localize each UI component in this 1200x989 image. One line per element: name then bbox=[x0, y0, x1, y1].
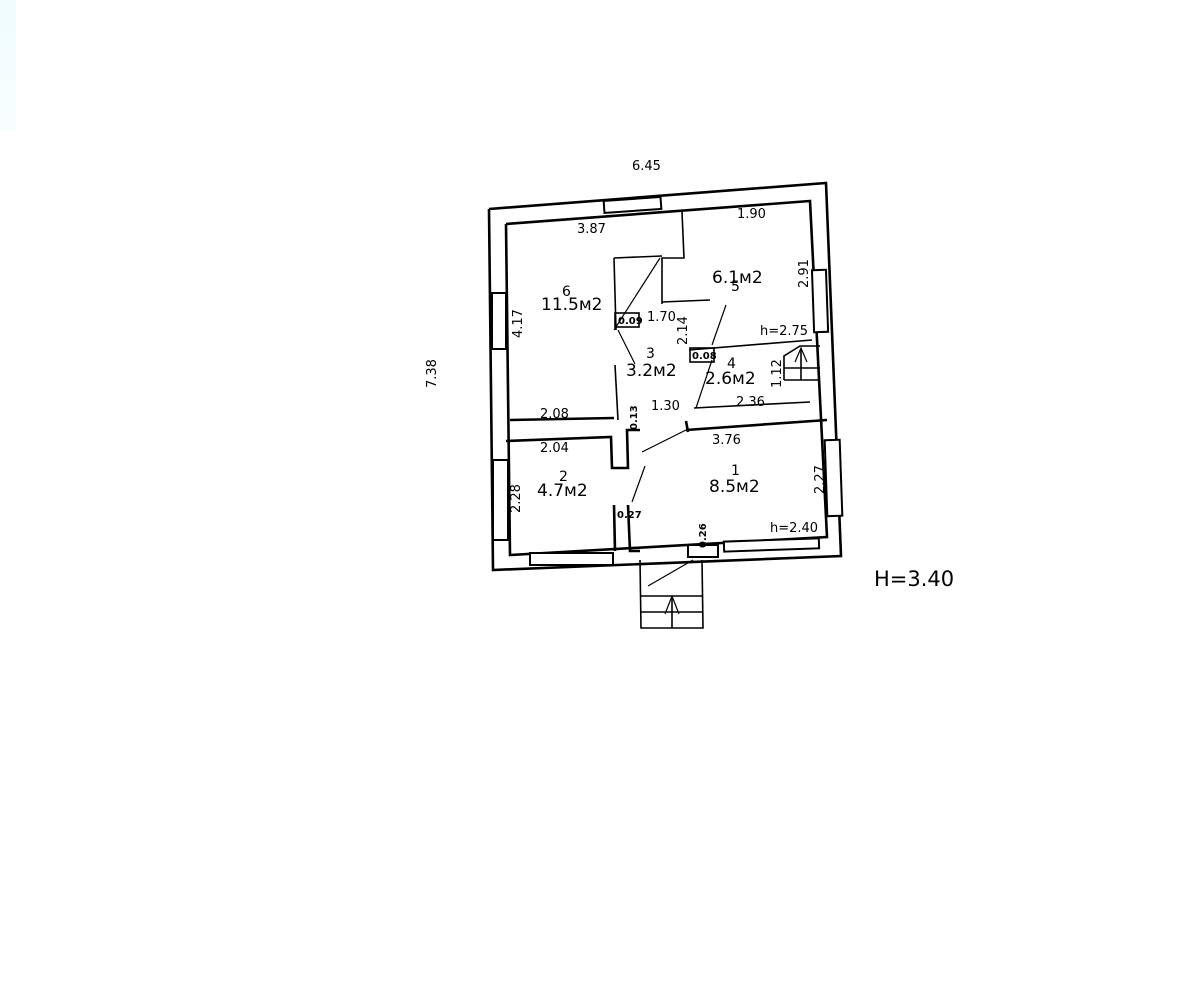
room-4-number: 4 bbox=[727, 356, 736, 372]
room-3-dim-a: 1.70 bbox=[647, 310, 676, 325]
room-2-number: 2 bbox=[559, 469, 568, 485]
room-4-dim-bottom: 2.36 bbox=[736, 395, 765, 410]
door-swings bbox=[613, 257, 727, 587]
wall-label-c: 0.13 bbox=[629, 405, 640, 430]
building-height-label: H=3.40 bbox=[874, 567, 954, 591]
room-4-area: 2.6м2 bbox=[705, 369, 756, 389]
overall-depth-label: 7.38 bbox=[425, 359, 440, 388]
room-5-area: 6.1м2 bbox=[712, 268, 763, 288]
room-1-height: h=2.40 bbox=[770, 521, 818, 536]
room-2-dim-left: 2.28 bbox=[509, 484, 524, 513]
room-1-area: 8.5м2 bbox=[709, 477, 760, 497]
room-6-area: 11.5м2 bbox=[541, 295, 603, 315]
room-6-dim-bottom: 2.08 bbox=[540, 407, 569, 422]
interior-stairs bbox=[783, 345, 820, 381]
room-3-area: 3.2м2 bbox=[626, 361, 677, 381]
wall-label-e: 0.26 bbox=[698, 523, 709, 548]
room-6-dim-left: 4.17 bbox=[511, 309, 526, 338]
room-2-area: 4.7м2 bbox=[537, 481, 588, 501]
wall-label-d: 0.27 bbox=[617, 510, 642, 521]
interior-walls bbox=[505, 211, 828, 558]
scan-artifact bbox=[0, 0, 16, 130]
overall-width-label: 6.45 bbox=[632, 159, 661, 174]
room-5-dim-top: 1.90 bbox=[737, 207, 766, 222]
entrance-stairs bbox=[639, 559, 704, 629]
room-1-dim-right: 2.27 bbox=[813, 465, 828, 494]
room-3-number: 3 bbox=[646, 346, 655, 362]
room-5-dim-right: 2.91 bbox=[797, 259, 812, 288]
room-3-dim-c: 1.30 bbox=[651, 399, 680, 414]
outer-walls bbox=[487, 181, 843, 572]
room-3-dim-b: 2.14 bbox=[676, 316, 691, 345]
room-2-dim-top: 2.04 bbox=[540, 441, 569, 456]
room-6-number: 6 bbox=[562, 284, 571, 300]
room-6-dim-top: 3.87 bbox=[577, 222, 606, 237]
windows bbox=[491, 195, 844, 566]
room-4-dim-right: 1.12 bbox=[770, 359, 785, 388]
room-5-number: 5 bbox=[731, 279, 740, 295]
room-4-height: h=2.75 bbox=[760, 324, 808, 339]
room-1-number: 1 bbox=[731, 463, 740, 479]
wall-label-b: 0.08 bbox=[692, 351, 717, 362]
room-1-dim-top: 3.76 bbox=[712, 433, 741, 448]
wall-label-a: 0.09 bbox=[618, 316, 643, 327]
